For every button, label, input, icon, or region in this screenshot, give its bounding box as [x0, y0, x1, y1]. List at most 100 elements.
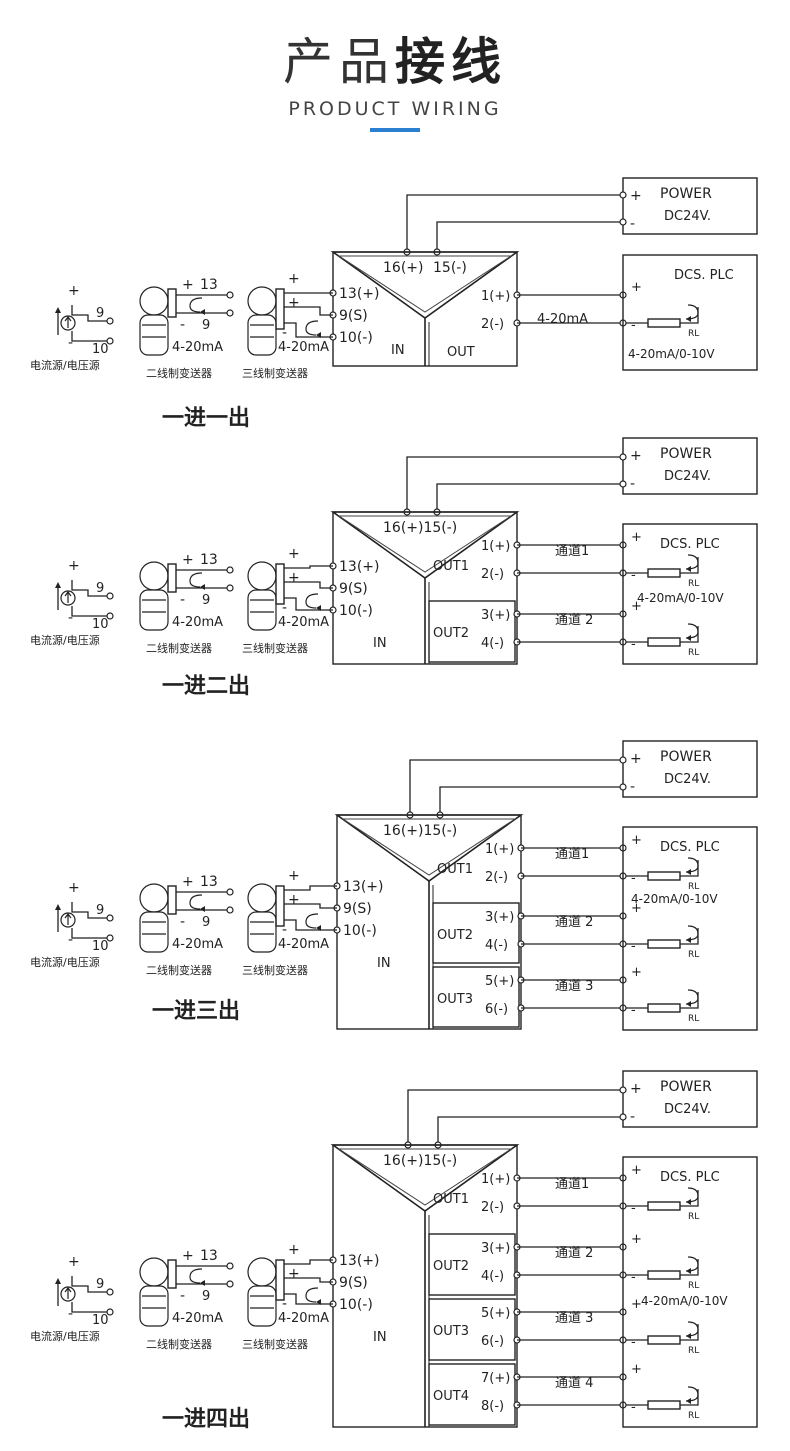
- two-wire-ma-label: 4-20mA: [172, 1311, 223, 1326]
- arrowhead-icon: [316, 925, 321, 931]
- output-plus-label: 3(+): [485, 910, 514, 925]
- transmitter-terminal-block: [167, 1259, 177, 1289]
- output-minus-label: 2(-): [481, 567, 504, 582]
- power-box-outline: [622, 177, 758, 235]
- transmitter-body-icon: [247, 911, 277, 953]
- dc24v-label: DC24V.: [664, 469, 711, 484]
- two-wire-minus-sign: -: [180, 1288, 185, 1304]
- two-wire-ma-label: 4-20mA: [172, 340, 223, 355]
- range-label: 4-20mA/0-10V: [628, 347, 715, 361]
- two-wire-plus-sign: +: [182, 1248, 194, 1264]
- wiring-diagram-1: POWERDC24V.+-16(+)15(-)13(+)9(S)10(-)IN1…: [30, 177, 758, 431]
- power-terminal-minus: [619, 783, 627, 791]
- current-loop-arrow-icon: [305, 593, 319, 609]
- arrowhead-icon: [686, 316, 691, 322]
- arrowhead-icon: [686, 1398, 691, 1404]
- power-terminals-label: 16(+)15(-): [383, 823, 457, 839]
- three-wire-9-wire: [284, 1277, 333, 1283]
- input-label: IN: [373, 1330, 387, 1345]
- source-9-label: 9: [96, 1277, 104, 1292]
- power-terminal-plus: [619, 191, 627, 199]
- rl-label: RL: [688, 648, 699, 658]
- output-minus-label: 2(-): [485, 870, 508, 885]
- source-plus-sign: +: [68, 1254, 80, 1270]
- dcs-box-outline: [622, 826, 758, 1031]
- dcs-plc-label: DCS. PLC: [674, 268, 734, 283]
- source-terminal-10: [106, 1308, 114, 1316]
- source-caption: 电流源/电压源: [30, 633, 100, 647]
- dcs-plus-sign: +: [631, 1163, 642, 1178]
- input-label: IN: [391, 343, 405, 358]
- output-name: OUT3: [437, 992, 473, 1007]
- transmitter-head-icon: [247, 286, 277, 316]
- three-wire-10-wire: [284, 919, 337, 931]
- input-10-label: 10(-): [339, 330, 373, 346]
- three-wire-13-wire: [284, 1259, 333, 1265]
- two-wire-terminal-9: [226, 1280, 234, 1288]
- rl-label: RL: [688, 1281, 699, 1291]
- input-10-label: 10(-): [343, 923, 377, 939]
- transmitter-body-icon: [247, 1285, 277, 1327]
- three-wire-minus-sign: -: [282, 1296, 287, 1312]
- input-13-label: 13(+): [343, 879, 383, 895]
- dcs-minus-sign: -: [631, 1270, 636, 1285]
- three-wire-ma-label: 4-20mA: [278, 937, 329, 952]
- title-bold: 接线: [395, 33, 507, 91]
- output-minus-label: 4(-): [485, 938, 508, 953]
- source-minus-wire: [71, 606, 110, 617]
- module-top-triangle: [330, 511, 520, 579]
- transmitter-terminal-block: [167, 885, 177, 915]
- rl-resistor: [647, 637, 681, 647]
- dcs-minus-sign: -: [631, 568, 636, 583]
- arrowhead-icon: [686, 937, 691, 943]
- rl-resistor: [647, 568, 681, 578]
- dcs-box-outline: [622, 1156, 758, 1428]
- two-wire-terminal-13: [226, 291, 234, 299]
- transmitter-terminal-block: [275, 1259, 285, 1301]
- source-plus-wire: [71, 1276, 89, 1290]
- arrowhead-icon: [55, 582, 61, 588]
- dcs-plus-sign: +: [631, 1232, 642, 1247]
- title-accent-bar: [370, 128, 420, 132]
- transmitter-head-icon: [247, 883, 277, 913]
- rl-resistor: [647, 1003, 681, 1013]
- arrowhead-icon: [316, 332, 321, 338]
- input-9-label: 9(S): [343, 901, 372, 917]
- channel-label: 通道1: [555, 544, 589, 559]
- arrowhead-icon: [55, 1278, 61, 1284]
- two-wire-caption: 二线制变送器: [146, 366, 212, 380]
- current-loop-arrow-icon: [305, 320, 319, 336]
- dc24v-label: DC24V.: [664, 209, 711, 224]
- source-minus-wire: [71, 331, 110, 342]
- source-caption: 电流源/电压源: [30, 955, 100, 969]
- two-wire-9-label: 9: [202, 1289, 210, 1304]
- source-terminal-9: [106, 914, 114, 922]
- power-minus-sign: -: [630, 1109, 635, 1125]
- dcs-minus-sign: -: [631, 1003, 636, 1018]
- input-10-label: 10(-): [339, 1297, 373, 1313]
- input-13-label: 13(+): [339, 286, 379, 302]
- three-wire-ma-label: 4-20mA: [278, 1311, 329, 1326]
- output-minus-label: 2(-): [481, 317, 504, 332]
- current-loop-arrow-icon: [189, 572, 203, 588]
- channel-label: 通道 4: [555, 1376, 593, 1391]
- two-wire-9-label: 9: [202, 318, 210, 333]
- two-wire-caption: 二线制变送器: [146, 963, 212, 977]
- arrowhead-icon: [200, 584, 205, 590]
- dcs-plus-sign: +: [631, 965, 642, 980]
- two-wire-13-label: 13: [200, 552, 218, 568]
- source-10-label: 10: [92, 617, 109, 632]
- power-terminal-plus: [619, 1086, 627, 1094]
- dcs-plus-sign: +: [631, 280, 642, 295]
- transmitter-terminal-block: [167, 563, 177, 593]
- two-wire-ma-label: 4-20mA: [172, 615, 223, 630]
- rl-resistor: [647, 1400, 681, 1410]
- arrowhead-icon: [200, 309, 205, 315]
- output-slot-box: [432, 966, 520, 1028]
